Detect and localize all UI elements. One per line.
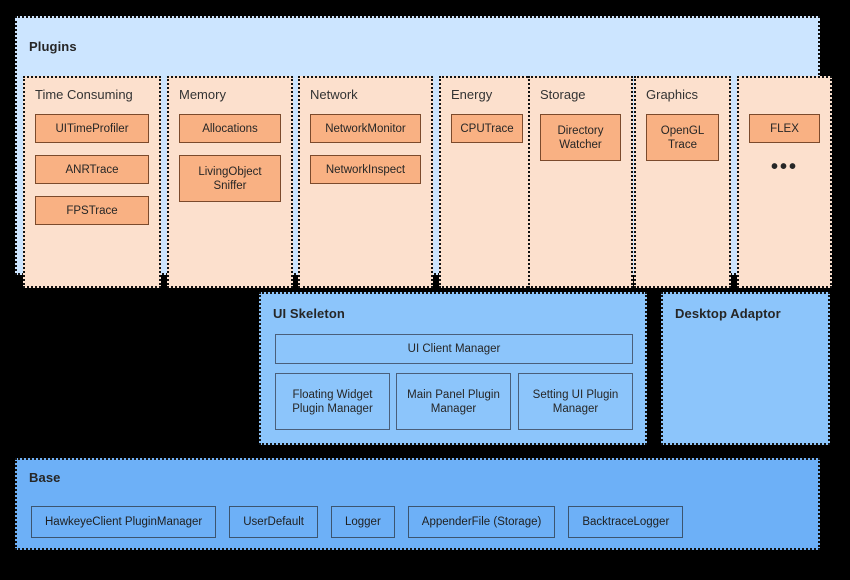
plugin-item-opengl-trace[interactable]: OpenGL Trace xyxy=(646,114,719,161)
desktop-adaptor-panel-title: Desktop Adaptor xyxy=(675,306,781,321)
plugin-item-networkmonitor[interactable]: NetworkMonitor xyxy=(310,114,421,143)
plugin-category-more[interactable]: FLEX ••• xyxy=(737,76,832,288)
plugin-category-memory[interactable]: Memory Allocations LivingObject Sniffer xyxy=(167,76,293,288)
base-item-logger[interactable]: Logger xyxy=(330,506,395,538)
plugin-item-uitimeprofiler[interactable]: UITimeProfiler xyxy=(35,114,149,143)
desktop-adaptor-panel: Desktop Adaptor xyxy=(661,292,830,445)
plugin-category-time-consuming[interactable]: Time Consuming UITimeProfiler ANRTrace F… xyxy=(23,76,161,288)
plugin-category-body: Allocations LivingObject Sniffer xyxy=(169,114,291,214)
plugin-item-allocations[interactable]: Allocations xyxy=(179,114,281,143)
plugin-item-livingobject-sniffer[interactable]: LivingObject Sniffer xyxy=(179,155,281,202)
ui-skeleton-panel: UI Skeleton UI Client Manager Floating W… xyxy=(259,292,647,445)
ui-skeleton-panel-title: UI Skeleton xyxy=(273,306,345,321)
setting-ui-plugin-manager-box[interactable]: Setting UI Plugin Manager xyxy=(518,373,633,430)
ui-client-manager-box[interactable]: UI Client Manager xyxy=(275,334,633,364)
plugin-item-fpstrace[interactable]: FPSTrace xyxy=(35,196,149,225)
base-item-backtracelogger[interactable]: BacktraceLogger xyxy=(568,506,684,538)
base-item-appenderfile-storage[interactable]: AppenderFile (Storage) xyxy=(407,506,556,538)
base-item-userdefault[interactable]: UserDefault xyxy=(229,506,318,538)
plugin-item-anrtrace[interactable]: ANRTrace xyxy=(35,155,149,184)
base-panel: Base HawkeyeClient PluginManager UserDef… xyxy=(15,458,820,550)
plugin-category-body: OpenGL Trace xyxy=(636,114,729,173)
plugin-item-cputrace[interactable]: CPUTrace xyxy=(451,114,523,143)
plugin-category-energy[interactable]: Energy CPUTrace xyxy=(439,76,535,288)
plugin-category-storage[interactable]: Storage Directory Watcher xyxy=(528,76,633,288)
plugin-category-label: Storage xyxy=(540,87,586,102)
plugins-panel-title: Plugins xyxy=(29,39,77,54)
plugin-category-label: Energy xyxy=(451,87,493,102)
main-panel-plugin-manager-box[interactable]: Main Panel Plugin Manager xyxy=(396,373,511,430)
base-items-row: HawkeyeClient PluginManager UserDefault … xyxy=(31,506,684,538)
plugins-panel: Plugins Time Consuming UITimeProfiler AN… xyxy=(15,16,832,288)
plugin-category-label: Network xyxy=(310,87,358,102)
base-panel-title: Base xyxy=(29,470,61,485)
floating-widget-plugin-manager-box[interactable]: Floating Widget Plugin Manager xyxy=(275,373,390,430)
plugin-category-label: Time Consuming xyxy=(35,87,133,102)
plugin-category-label: Memory xyxy=(179,87,226,102)
plugin-item-networkinspect[interactable]: NetworkInspect xyxy=(310,155,421,184)
plugin-item-directory-watcher[interactable]: Directory Watcher xyxy=(540,114,621,161)
plugin-category-body: CPUTrace xyxy=(441,114,533,155)
plugin-category-label: Graphics xyxy=(646,87,699,102)
base-item-hawkeyeclient-pluginmanager[interactable]: HawkeyeClient PluginManager xyxy=(31,506,217,538)
plugin-category-network[interactable]: Network NetworkMonitor NetworkInspect xyxy=(298,76,433,288)
plugin-item-flex[interactable]: FLEX xyxy=(749,114,820,143)
plugin-category-body: NetworkMonitor NetworkInspect xyxy=(300,114,431,196)
plugin-category-body: UITimeProfiler ANRTrace FPSTrace xyxy=(25,114,159,237)
plugin-category-body: FLEX ••• xyxy=(739,114,830,177)
plugin-category-graphics[interactable]: Graphics OpenGL Trace xyxy=(634,76,731,288)
plugin-category-body: Directory Watcher xyxy=(530,114,631,173)
more-plugins-ellipsis: ••• xyxy=(770,156,798,178)
